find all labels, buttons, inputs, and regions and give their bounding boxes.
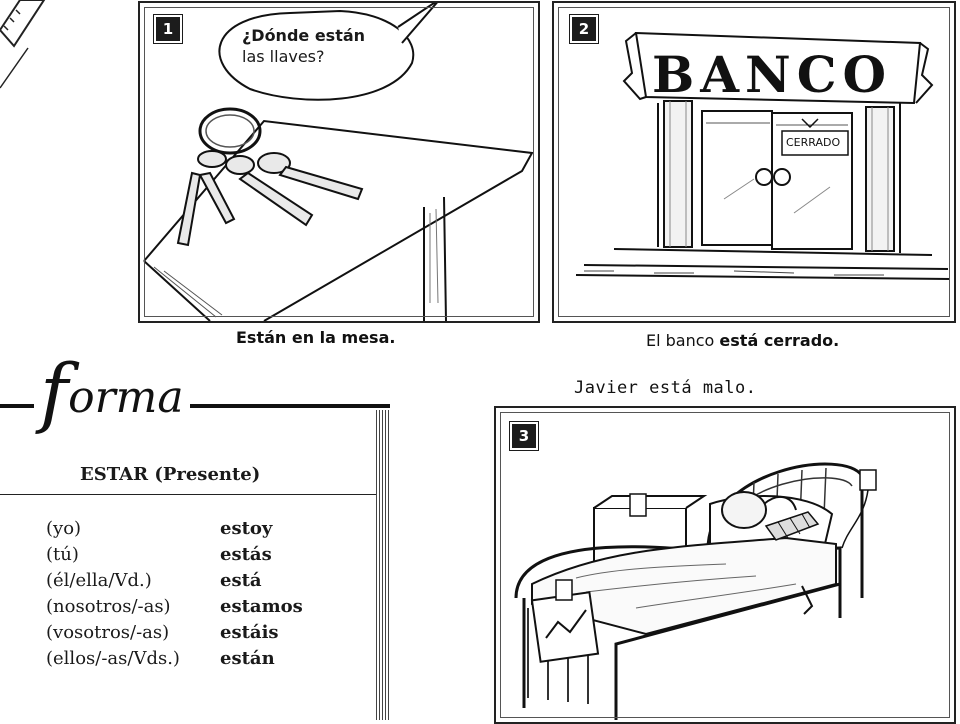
closed-bank-illustration [575, 31, 951, 280]
conjugation-pronoun: (él/ella/Vd.) [46, 570, 152, 591]
door-handle-right [773, 168, 791, 186]
bank-sign-text: BANCO [652, 45, 893, 104]
right-column [865, 106, 895, 252]
conjugation-verb: están [220, 648, 275, 669]
forma-box-right-border [376, 410, 390, 720]
conjugation-pronoun: (tú) [46, 544, 79, 565]
conjugation-header-rule [0, 494, 376, 495]
panel-number-badge: 1 [153, 14, 183, 44]
blanket [531, 536, 837, 636]
wall-outlet [859, 469, 877, 491]
conjugation-verb: estáis [220, 622, 279, 643]
conjugation-verb: estamos [220, 596, 303, 617]
conjugation-row: (nosotros/-as) estamos [46, 596, 346, 619]
conjugation-verb: está [220, 570, 262, 591]
door-handle-left [755, 168, 773, 186]
table-top [143, 119, 534, 321]
conjugation-verb: estás [220, 544, 272, 565]
panel-keys-caption: Están en la mesa. [236, 328, 396, 347]
bank-facade [657, 103, 901, 253]
bed-crank [801, 585, 814, 615]
panel-sick-caption: Javier está malo. [574, 378, 757, 398]
conjugation-pronoun: (nosotros/-as) [46, 596, 171, 617]
bank-steps [575, 248, 951, 280]
patient-head [721, 491, 767, 529]
key-ring [198, 107, 262, 155]
keys [176, 150, 364, 247]
forma-title-initial: f [40, 347, 69, 436]
left-column [663, 100, 693, 248]
conjugation-pronoun: (ellos/-as/Vds.) [46, 648, 180, 669]
medical-chart-graph [545, 609, 587, 639]
bank-sign-board [634, 31, 922, 105]
speech-bubble-line-2: las llaves? [242, 47, 325, 66]
bank-door-left [701, 110, 773, 246]
conjugation-pronoun: (vosotros/-as) [46, 622, 170, 643]
forma-title-rest: orma [68, 372, 184, 423]
panel-bank-caption-bold: está cerrado. [719, 331, 840, 350]
keys-on-table-illustration [143, 3, 534, 321]
speech-bubble-line-1: ¿Dónde están [242, 26, 366, 45]
glass-icon [629, 493, 647, 517]
conjugation-row: (ellos/-as/Vds.) están [46, 648, 346, 671]
table-leg [423, 196, 447, 321]
speech-bubble-text: ¿Dónde están las llaves? [242, 25, 365, 67]
conjugation-row: (vosotros/-as) estáis [46, 622, 346, 645]
conjugation-verb: estoy [220, 518, 273, 539]
panel-bank: 2 BANCO CERRADO [552, 1, 956, 323]
sick-in-bed-illustration [514, 462, 877, 720]
conjugation-row: (tú) estás [46, 544, 346, 567]
corner-illustration-fragment [0, 0, 46, 89]
closed-sign-text: CERRADO [786, 136, 841, 149]
panel-number-badge: 3 [509, 421, 539, 451]
panel-number-badge: 2 [569, 14, 599, 44]
panel-sick: 3 [494, 406, 956, 724]
panel-keys: 1 ¿Dónde están las llaves? [138, 1, 540, 323]
conjugation-row: (yo) estoy [46, 518, 346, 541]
forma-title: forma [34, 354, 190, 430]
forma-title-rule-left [0, 404, 40, 408]
conjugation-pronoun: (yo) [46, 518, 82, 539]
panel-bank-caption-plain: El banco [646, 331, 720, 350]
conjugation-row: (él/ella/Vd.) está [46, 570, 346, 593]
forma-title-rule-right [186, 404, 390, 408]
closed-sign [781, 130, 849, 156]
panel-bank-caption: El banco está cerrado. [646, 331, 839, 350]
conjugation-table-header: ESTAR (Presente) [80, 464, 261, 485]
